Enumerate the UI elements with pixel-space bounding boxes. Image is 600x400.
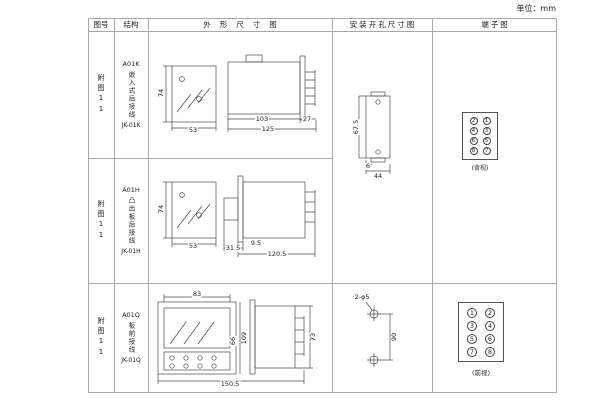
figure-cell-row2: 附图11 <box>97 199 105 242</box>
terminal-pin: 8 <box>469 147 478 155</box>
terminal-diagram-front: 1 2 3 4 5 6 7 8 <box>458 302 504 362</box>
model-code: JK-01H <box>121 248 141 255</box>
dim-label-a01q-height: 109 <box>239 330 248 346</box>
terminal-pin: 4 <box>469 127 478 135</box>
terminal-diagram-rear: 2 1 4 3 6 5 8 7 <box>462 112 498 160</box>
terminal-pin: 1 <box>467 307 477 318</box>
terminal-pin: 1 <box>482 117 491 125</box>
header-structure: 结构 <box>123 20 139 29</box>
header-outline: 外形尺寸图 <box>203 20 286 29</box>
mounting-holes-top <box>358 91 391 174</box>
structure-cell-row3: A01Q 板前接线 JK-01Q <box>114 283 148 392</box>
dim-label-a01q-inner: 66 <box>228 335 237 347</box>
terminal-pin: 6 <box>485 333 495 344</box>
structure-desc: 凸出板后接线 <box>127 197 135 245</box>
a01q-side-view <box>249 299 313 375</box>
dim-label-a01h-total: 120.5 <box>266 249 288 258</box>
structure-cell-row1: A01K 嵌入式后接线 JK-01K <box>114 31 148 158</box>
dim-label-a01h-height: 74 <box>156 203 165 215</box>
structure-desc: 嵌入式后接线 <box>127 71 135 119</box>
dim-label-mounting-width: 44 <box>372 171 384 180</box>
terminal-pin: 6 <box>469 137 478 145</box>
header-figure: 图号 <box>93 20 109 29</box>
model-label: A01K <box>122 60 140 68</box>
dim-label-a01k-height: 74 <box>156 87 165 99</box>
a01h-front-view <box>163 181 217 247</box>
figure-cell-row3: 附图11 <box>97 316 105 359</box>
terminal-pin: 8 <box>485 346 495 357</box>
terminal-pin: 7 <box>482 147 491 155</box>
a01k-side-view <box>227 54 317 132</box>
dim-label-a01q-total: 150.5 <box>219 379 241 388</box>
terminal-pin: 4 <box>485 320 495 331</box>
dim-label-a01k-body: 103 <box>254 114 270 123</box>
dim-label-a01h-front: 31.5 <box>224 243 242 252</box>
terminal-caption-rear: (背视) <box>471 165 489 172</box>
dim-label-a01k-width: 53 <box>187 125 199 134</box>
dim-label-mounting-height: 67.5 <box>351 118 360 136</box>
dim-label-a01h-plate: 9.5 <box>249 238 263 247</box>
terminal-pin: 2 <box>469 117 478 125</box>
dim-label-a01h-width: 53 <box>187 241 199 250</box>
dim-label-a01k-total: 125 <box>260 124 276 133</box>
terminal-pin: 3 <box>467 320 477 331</box>
terminal-pin: 5 <box>482 137 491 145</box>
structure-cell-row2: A01H 凸出板后接线 JK-01H <box>114 158 148 283</box>
structure-desc: 板前接线 <box>127 322 135 354</box>
terminal-pin: 7 <box>467 346 477 357</box>
dim-label-a01k-rear: 27 <box>301 114 313 123</box>
model-label: A01Q <box>122 311 140 319</box>
terminal-pin: 2 <box>485 307 495 318</box>
header-mounting: 安装开孔尺寸图 <box>349 20 417 29</box>
mounting-holes-bottom <box>365 301 393 367</box>
model-label: A01H <box>122 186 140 194</box>
technical-drawings <box>157 54 393 384</box>
dim-label-mounting-tab: 6 <box>364 161 372 170</box>
header-terminal: 端子图 <box>481 20 510 29</box>
table-grid <box>88 18 557 393</box>
model-code: JK-01K <box>121 122 141 129</box>
terminal-pin: 5 <box>467 333 477 344</box>
terminal-caption-front: (前视) <box>471 369 491 377</box>
dim-label-mounting-holes: 2-φ5 <box>353 292 371 301</box>
a01k-front-view <box>163 65 217 131</box>
dim-label-mounting-pitch: 90 <box>389 331 398 343</box>
terminal-pin: 3 <box>482 127 491 135</box>
dim-label-a01q-side-height: 73 <box>308 331 317 343</box>
dim-label-a01q-top: 83 <box>191 289 203 298</box>
model-code: JK-01Q <box>121 357 141 364</box>
unit-label: 单位：mm <box>516 4 556 13</box>
figure-cell-row1: 附图11 <box>97 73 105 116</box>
